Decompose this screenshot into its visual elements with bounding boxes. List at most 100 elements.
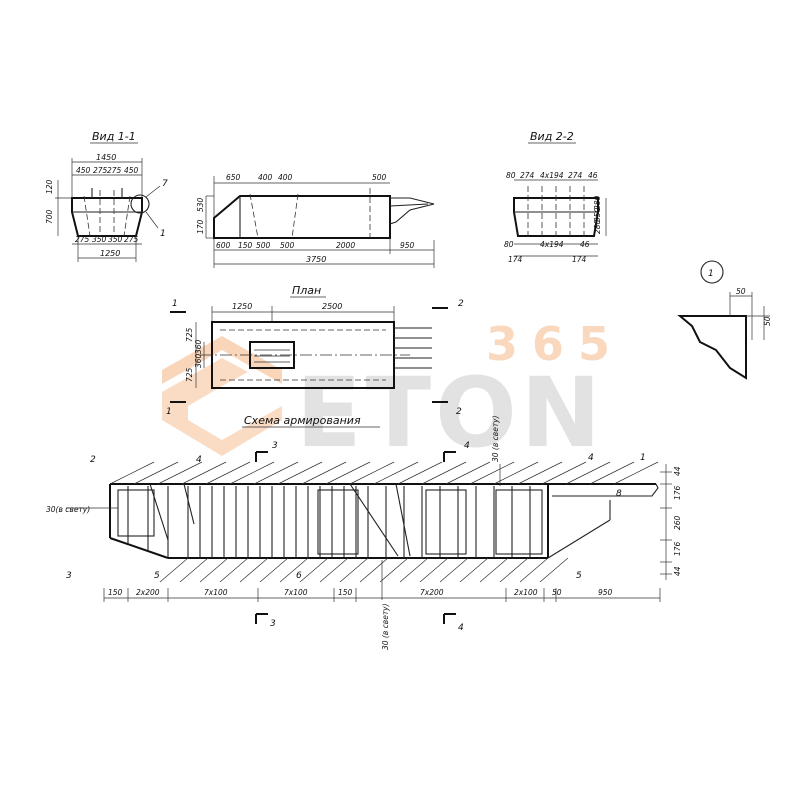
leader-line (379, 557, 409, 583)
stirrups (127, 486, 531, 558)
leader-line (499, 557, 529, 583)
leader-line (445, 461, 491, 485)
watermark-logo-icon (162, 336, 282, 456)
scheme-mark: 3 (66, 571, 72, 581)
scheme-mark: 3 (270, 619, 276, 629)
plan-left-dim: 725 (185, 367, 194, 382)
leader-line (399, 557, 429, 583)
scheme-mark: 4 (196, 455, 202, 465)
detail-dim: 50 (736, 287, 746, 296)
leader-line (199, 557, 229, 583)
side-bottom-dim: 500 (256, 241, 271, 250)
side-top-dim: 400 (258, 173, 273, 182)
leader-hatch-bottom (159, 557, 569, 583)
leader-line (109, 461, 155, 485)
leader-line (181, 461, 227, 485)
leader-line (299, 557, 329, 583)
leader-line (589, 461, 635, 485)
leader-line (517, 461, 563, 485)
leader-line (219, 557, 249, 583)
side-bottom-dim: 500 (280, 241, 295, 250)
view22-top-dim: 4x194 (540, 171, 564, 180)
leader-line (253, 461, 299, 485)
leader-line (479, 557, 509, 583)
detail-callout (677, 260, 770, 380)
view11-bottom-dim: 275 (75, 235, 90, 244)
side-top-dim: 500 (372, 173, 387, 182)
view22-bottom2-dim: 174 (572, 255, 587, 264)
view22-right-dim: 350 (593, 207, 602, 222)
view22-top-dim: 46 (588, 171, 598, 180)
scheme-bottom-dim: 7x100 (284, 588, 308, 597)
plan-section-mark: 1 (172, 299, 178, 309)
plan-title: План (292, 284, 321, 297)
plan-section-mark: 2 (456, 407, 462, 417)
view11-mark: 7 (162, 179, 168, 189)
leader-line (421, 461, 467, 485)
leader-line (493, 461, 539, 485)
scheme-bottom-dim: 150 (338, 588, 353, 597)
view11-top-dim: 450 (76, 166, 91, 175)
leader-line (349, 461, 395, 485)
scheme-right-dim: 260 (673, 515, 682, 530)
side-bottom-dim: 2000 (336, 241, 355, 250)
detail-callout-number: 1 (708, 269, 714, 279)
plan-left-dim: 725 (185, 327, 194, 342)
plan-top-dim: 1250 (232, 302, 252, 311)
view22-right-dim: 280 (593, 195, 602, 210)
leader-line (239, 557, 269, 583)
scheme-mark: 5 (576, 571, 582, 581)
plan-drawing (170, 306, 448, 403)
scheme-mark: 2 (90, 455, 96, 465)
scheme-mark: 8 (616, 489, 622, 499)
scheme-mark: 6 (296, 571, 302, 581)
leader-line (613, 461, 659, 485)
plan-top-dim: 2500 (322, 302, 342, 311)
leader-line (277, 461, 323, 485)
view11-top-dim: 450 (124, 166, 139, 175)
leader-line (279, 557, 309, 583)
view11-title: Вид 1-1 (92, 130, 136, 143)
watermark-number: 365 (486, 317, 624, 371)
scheme-clear-left: 30(в свету) (46, 505, 90, 514)
leader-line (519, 557, 549, 583)
leader-line (439, 557, 469, 583)
scheme-mark: 5 (154, 571, 160, 581)
watermark-brand: ETON (296, 357, 605, 469)
scheme-bottom-dim: 2x100 (514, 588, 538, 597)
leader-line (469, 461, 515, 485)
view11-bottom-dim: 350 (108, 235, 123, 244)
side-bottom-dim: 950 (400, 241, 415, 250)
scheme-bottom-dim: 7x100 (204, 588, 228, 597)
view11-left-dim: 700 (45, 209, 54, 224)
scheme-bottom-dim: 50 (552, 588, 562, 597)
watermark: 365 ETON (162, 317, 624, 469)
view11-left-dim: 120 (45, 179, 54, 194)
leader-line (319, 557, 349, 583)
leader-line (325, 461, 371, 485)
side-overall-dim: 3750 (306, 255, 326, 264)
view11-mark: 1 (160, 229, 166, 239)
view22-bottom-dim: 4x194 (540, 240, 564, 249)
scheme-bottom-dim: 7x200 (420, 588, 444, 597)
side-view-drawing (205, 176, 435, 268)
side-bottom-dim: 150 (238, 241, 253, 250)
plan-left-dim: 360 (194, 339, 203, 354)
leader-line (339, 557, 369, 583)
detail-dim: 50 (763, 316, 772, 326)
leader-line (373, 461, 419, 485)
view22-bottom-dim: 46 (580, 240, 590, 249)
scheme-right-dim: 176 (673, 485, 682, 500)
leader-line (539, 557, 569, 583)
view11-bottom-dim: 275 (124, 235, 139, 244)
view22-drawing (513, 179, 607, 257)
view22-bottom2-dim: 174 (508, 255, 523, 264)
view11-top-dim: 275 (93, 166, 108, 175)
leader-line (459, 557, 489, 583)
side-bottom-dim: 600 (216, 241, 231, 250)
side-top-dim: 650 (226, 173, 241, 182)
leader-line (229, 461, 275, 485)
scheme-drawing (66, 451, 672, 624)
leader-line (359, 557, 389, 583)
